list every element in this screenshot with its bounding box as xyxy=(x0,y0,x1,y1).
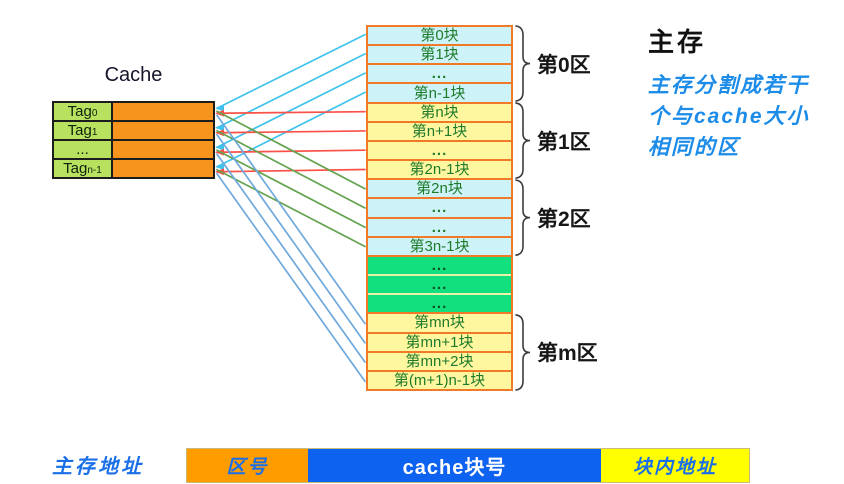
region-label: 第2区 xyxy=(537,207,591,231)
memory-block-row: 第n-1块 xyxy=(368,82,511,102)
memory-block-row: 第3n-1块 xyxy=(368,235,511,255)
mapping-line xyxy=(216,149,366,229)
mapping-line xyxy=(216,168,366,248)
memory-block-row: ... xyxy=(368,63,511,83)
memory-block-row: 第n块 xyxy=(368,101,511,121)
main-memory-column: 第0块第1块...第n-1块第n块第n+1块...第2n-1块第2n块.....… xyxy=(366,25,513,391)
cache-title: Cache xyxy=(104,64,163,86)
address-field: 区号 xyxy=(187,449,308,482)
memory-block-label: ... xyxy=(431,199,448,217)
cache-data-cell xyxy=(113,103,213,120)
memory-block-label: ... xyxy=(431,256,448,274)
memory-block-row: ... xyxy=(368,254,511,275)
cache-tag-cell: ... xyxy=(54,141,113,158)
cache-data-cell xyxy=(113,160,213,177)
region-label: 第m区 xyxy=(537,342,598,366)
memory-note: 主存分割成若干 个与cache大小 相同的区 xyxy=(648,70,833,163)
region-label: 第1区 xyxy=(537,130,591,154)
address-field: 块内地址 xyxy=(601,449,749,482)
memory-block-label: ... xyxy=(431,276,448,294)
arrowhead xyxy=(215,168,224,176)
arrowhead xyxy=(215,163,224,171)
memory-block-label: 第0块 xyxy=(420,27,459,45)
cache-data-cell xyxy=(113,122,213,139)
cache-data-cell xyxy=(113,141,213,158)
memory-block-row: 第2n-1块 xyxy=(368,159,511,179)
mapping-line xyxy=(216,149,366,154)
memory-block-row: 第1块 xyxy=(368,44,511,64)
memory-block-label: 第n块 xyxy=(420,103,459,121)
region-brace xyxy=(515,102,531,179)
memory-block-row: 第mn+2块 xyxy=(368,350,511,370)
memory-block-row: ... xyxy=(368,274,511,294)
arrowhead xyxy=(215,124,224,132)
arrowhead xyxy=(215,143,224,151)
memory-block-label: 第1块 xyxy=(420,46,459,64)
mapping-line xyxy=(216,114,366,325)
cache-row: ... xyxy=(54,139,213,158)
memory-block-label: 第(m+1)n-1块 xyxy=(393,371,486,389)
memory-block-row: 第n+1块 xyxy=(368,120,511,140)
mapping-line xyxy=(216,91,366,168)
region-brace xyxy=(515,25,531,102)
region-brace xyxy=(515,179,531,256)
mapping-line xyxy=(216,33,366,110)
memory-block-row: ... xyxy=(368,293,511,313)
memory-block-label: ... xyxy=(431,218,448,236)
memory-block-label: 第mn块 xyxy=(414,314,465,332)
mapping-line xyxy=(216,133,366,344)
main-memory-title: 主存 xyxy=(648,27,707,57)
note-line: 相同的区 xyxy=(648,136,740,159)
memory-block-label: 第mn+2块 xyxy=(405,352,474,370)
note-line: 个与cache大小 xyxy=(648,105,810,128)
mapping-line xyxy=(216,110,366,190)
memory-block-label: 第mn+1块 xyxy=(405,333,474,351)
mapping-line xyxy=(216,129,366,209)
mapping-line xyxy=(216,110,366,115)
memory-block-row: 第2n块 xyxy=(368,178,511,198)
memory-block-row: ... xyxy=(368,197,511,217)
memory-block-label: 第3n-1块 xyxy=(409,237,470,255)
memory-block-row: 第(m+1)n-1块 xyxy=(368,369,511,389)
mapping-line xyxy=(216,172,366,383)
memory-block-row: 第0块 xyxy=(368,27,511,45)
memory-block-label: ... xyxy=(431,142,448,160)
mapping-line xyxy=(216,53,366,129)
memory-address-label: 主存地址 xyxy=(52,456,144,478)
address-field: cache块号 xyxy=(308,449,601,482)
mapping-line xyxy=(216,72,366,149)
memory-block-label: ... xyxy=(431,295,448,313)
memory-block-label: ... xyxy=(431,65,448,83)
memory-block-row: ... xyxy=(368,139,511,160)
arrowhead xyxy=(215,104,224,112)
memory-block-row: 第mn块 xyxy=(368,312,511,332)
memory-block-label: 第2n-1块 xyxy=(409,161,470,179)
mapping-line xyxy=(216,168,366,173)
mapping-line xyxy=(216,153,366,363)
arrowhead xyxy=(215,109,224,117)
region-brace xyxy=(515,314,531,391)
memory-block-row: ... xyxy=(368,216,511,236)
memory-block-row: 第mn+1块 xyxy=(368,331,511,351)
memory-block-label: 第2n块 xyxy=(416,180,463,198)
memory-block-label: 第n-1块 xyxy=(413,84,466,102)
arrowhead xyxy=(215,148,224,156)
region-label: 第0区 xyxy=(537,53,591,77)
note-line: 主存分割成若干 xyxy=(648,74,809,97)
mapping-line xyxy=(216,130,366,134)
memory-block-label: 第n+1块 xyxy=(411,122,468,140)
arrowhead xyxy=(215,129,224,137)
